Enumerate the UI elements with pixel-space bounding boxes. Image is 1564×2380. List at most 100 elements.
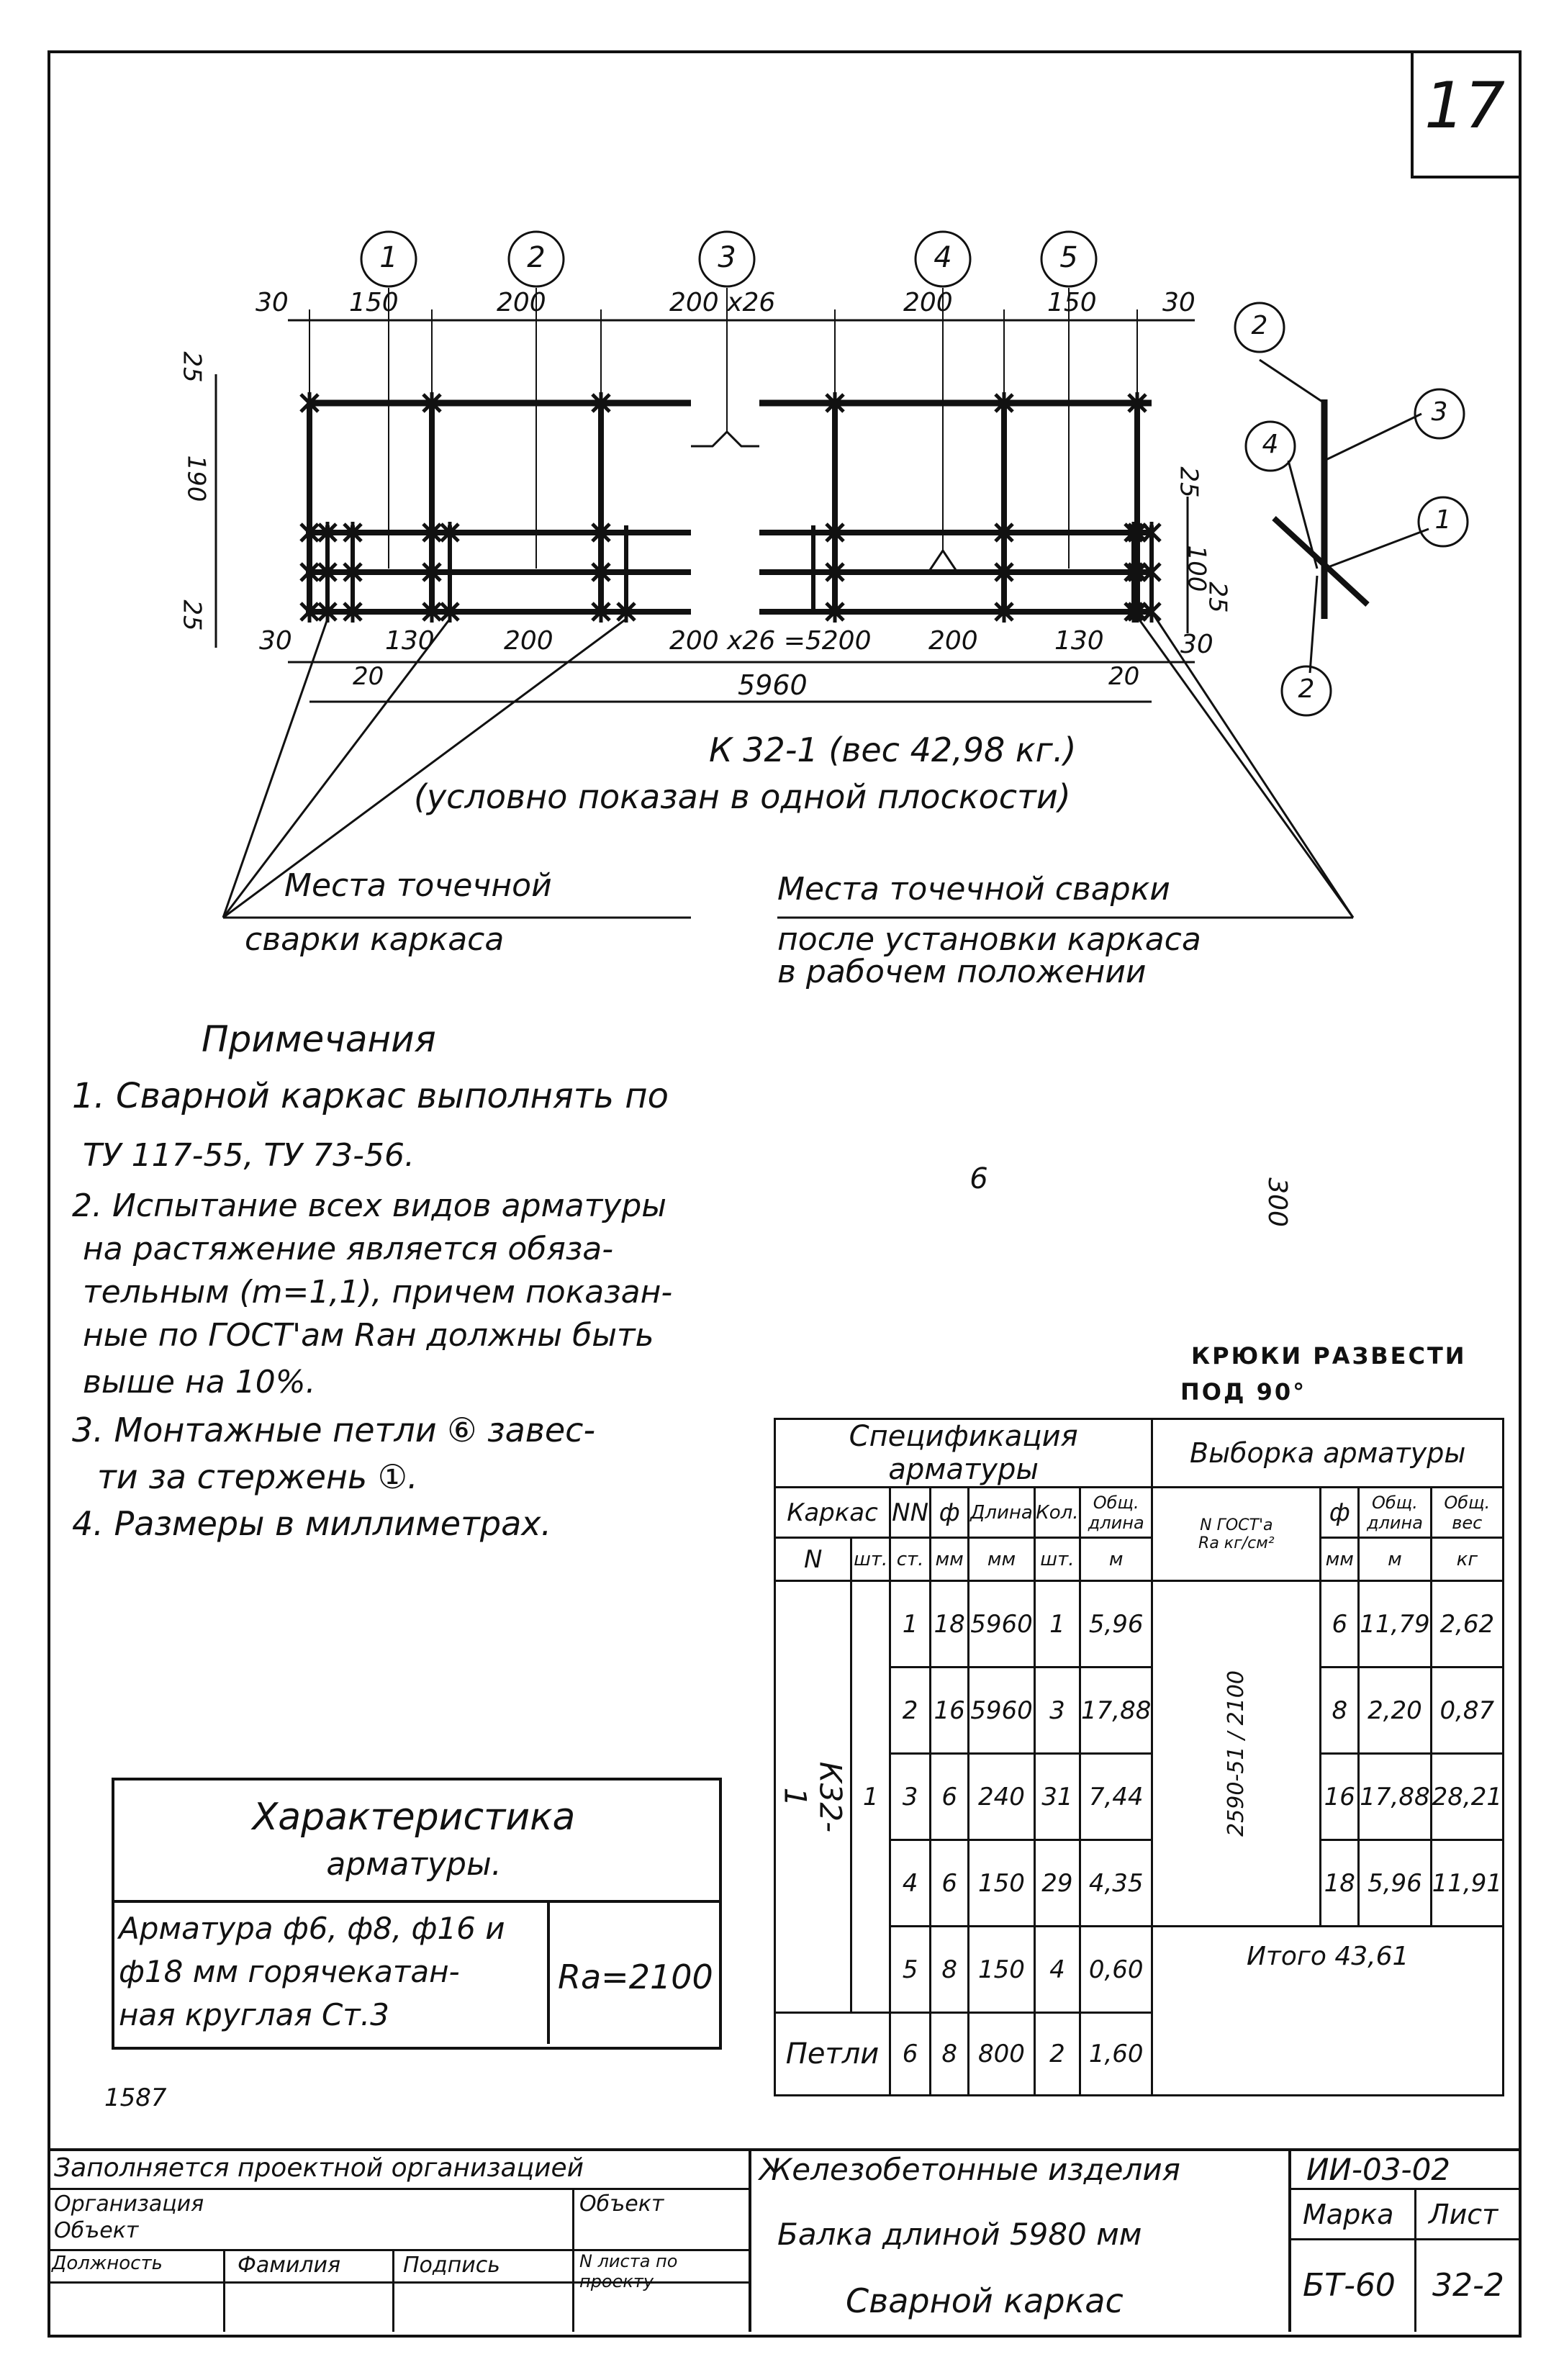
row-3-total: 7,44 — [1079, 1752, 1154, 1841]
row-4-qty: 29 — [1033, 1839, 1082, 1927]
header-pcs: шт. — [850, 1537, 892, 1582]
sample-3-phi: 16 — [1319, 1752, 1360, 1841]
sheet-label: Лист — [1429, 2199, 1499, 2230]
header-s-mm: мм — [1319, 1537, 1360, 1582]
top-dim-150b: 150 — [1047, 288, 1097, 317]
row-2-len: 5960 — [967, 1666, 1036, 1755]
frame-caption-note: (условно показан в одной плоскости) — [414, 777, 1071, 816]
top-dim-200x26: 200 x26 — [669, 288, 776, 317]
left-dim-25a: 25 — [177, 351, 207, 383]
top-dim-150a: 150 — [349, 288, 399, 317]
title-block-line-4 — [48, 2281, 749, 2284]
org-label: Организация — [54, 2191, 204, 2217]
weld-point-marker — [591, 522, 611, 543]
row-4-phi: 6 — [929, 1839, 970, 1927]
small-dim-20b: 20 — [1108, 662, 1140, 691]
row-4-len: 150 — [967, 1839, 1036, 1927]
weld-right-line3: в рабочем положении — [777, 954, 1147, 990]
header-s-len-unit: м — [1357, 1537, 1432, 1582]
row-5-total: 0,60 — [1079, 1925, 1154, 2014]
small-dim-20a: 20 — [353, 662, 384, 691]
title-block-vline-1 — [749, 2148, 751, 2332]
bottom-dim-200a: 200 — [504, 626, 553, 656]
weld-point-marker — [343, 561, 363, 583]
weld-right-line1: Места точечной сварки — [777, 871, 1170, 908]
row-4-total: 4,35 — [1079, 1839, 1154, 1927]
row-4-n: 4 — [889, 1839, 932, 1927]
header-len: Длина — [967, 1486, 1036, 1539]
row-5-qty: 4 — [1033, 1925, 1082, 2014]
weld-point-marker — [1127, 392, 1147, 414]
frame-qty: 1 — [850, 1580, 892, 2014]
row-1-phi: 18 — [929, 1580, 970, 1668]
side-circle-4: 4 — [1262, 430, 1279, 459]
weld-point-marker — [1127, 601, 1147, 623]
total-label: Итого — [1246, 1942, 1326, 1971]
product-name-2: Сварной каркас — [846, 2281, 1124, 2320]
bottom-dim-200b: 200 — [928, 626, 978, 656]
weld-point-marker — [1127, 522, 1147, 543]
row-2-phi: 16 — [929, 1666, 970, 1755]
top-dim-200b: 200 — [903, 288, 953, 317]
weld-point-marker — [1142, 522, 1162, 543]
spec-title: Спецификация арматуры — [773, 1418, 1154, 1488]
sample-2-w: 0,87 — [1429, 1666, 1505, 1755]
weld-point-marker — [440, 601, 460, 623]
characteristics-desc-3: ная круглая Ст.3 — [119, 1997, 389, 2032]
weld-point-marker — [825, 601, 845, 623]
right-dim-25a: 25 — [1174, 466, 1203, 498]
frame-name: К32-1 — [773, 1580, 853, 2014]
note-line-10: 4. Размеры в миллиметрах. — [72, 1504, 552, 1543]
weld-point-marker — [343, 601, 363, 623]
row-2-qty: 3 — [1033, 1666, 1082, 1755]
note-line-5: тельным (m=1,1), причем показан- — [83, 1274, 673, 1311]
loop-circle-6: 6 — [969, 1162, 988, 1195]
hooks-note-1: Крюки развести — [1191, 1342, 1467, 1370]
weld-left-line2: сварки каркаса — [245, 921, 505, 958]
header-s-phi: ф — [1319, 1486, 1360, 1539]
row-1-len: 5960 — [967, 1580, 1036, 1668]
bottom-dim-30b: 30 — [1180, 630, 1213, 659]
position-label: Должность — [52, 2253, 163, 2274]
weld-point-marker — [591, 601, 611, 623]
signature-label: Подпись — [403, 2253, 500, 2278]
frame-name-text: К32-1 — [777, 1761, 849, 1832]
misc-number: 1587 — [104, 2083, 167, 2112]
weld-point-marker — [825, 561, 845, 583]
row-1-total: 5,96 — [1079, 1580, 1154, 1668]
header-total: Общ. длина — [1079, 1486, 1154, 1539]
weld-point-marker — [1142, 561, 1162, 583]
note-line-7: выше на 10%. — [83, 1364, 316, 1401]
surname-label: Фамилия — [238, 2253, 341, 2278]
weld-point-marker — [616, 601, 636, 623]
spec-table: Спецификация арматуры Выборка арматуры К… — [773, 1418, 1505, 2096]
sheet-number-box — [1411, 53, 1519, 178]
loops-len: 800 — [967, 2012, 1036, 2096]
circle-label-4: 4 — [934, 241, 952, 274]
characteristics-desc-2: ф18 мм горячекатан- — [119, 1954, 460, 1989]
frame-drawing: 50 — [214, 230, 1469, 919]
weld-point-marker — [422, 561, 442, 583]
side-circle-2a: 2 — [1251, 311, 1268, 340]
sample-1-len: 11,79 — [1357, 1580, 1432, 1668]
header-name: N — [773, 1537, 853, 1582]
sample-1-w: 2,62 — [1429, 1580, 1505, 1668]
weld-left-line1: Места точечной — [284, 867, 552, 904]
mark-value: БТ-60 — [1303, 2267, 1396, 2304]
header-ra-text: Rа кг/см² — [1198, 1534, 1275, 1552]
bottom-dim-130b: 130 — [1054, 626, 1104, 656]
note-line-4: на растяжение является обяза- — [83, 1231, 614, 1267]
header-s-w: Общ. вес — [1429, 1486, 1505, 1539]
note-line-8: 3. Монтажные петли ⑥ завес- — [72, 1411, 596, 1449]
weld-point-marker — [317, 522, 338, 543]
sample-4-w: 11,91 — [1429, 1839, 1505, 1927]
note-line-3: 2. Испытание всех видов арматуры — [72, 1187, 666, 1224]
weld-point-marker — [1124, 601, 1144, 623]
weld-point-marker — [317, 601, 338, 623]
title-block-line-2 — [48, 2188, 749, 2190]
left-dim-190: 190 — [181, 455, 211, 502]
loops-qty: 2 — [1033, 2012, 1082, 2096]
bottom-dim-30a: 30 — [259, 626, 292, 656]
right-dim-25b: 25 — [1203, 582, 1232, 613]
row-3-phi: 6 — [929, 1752, 970, 1841]
